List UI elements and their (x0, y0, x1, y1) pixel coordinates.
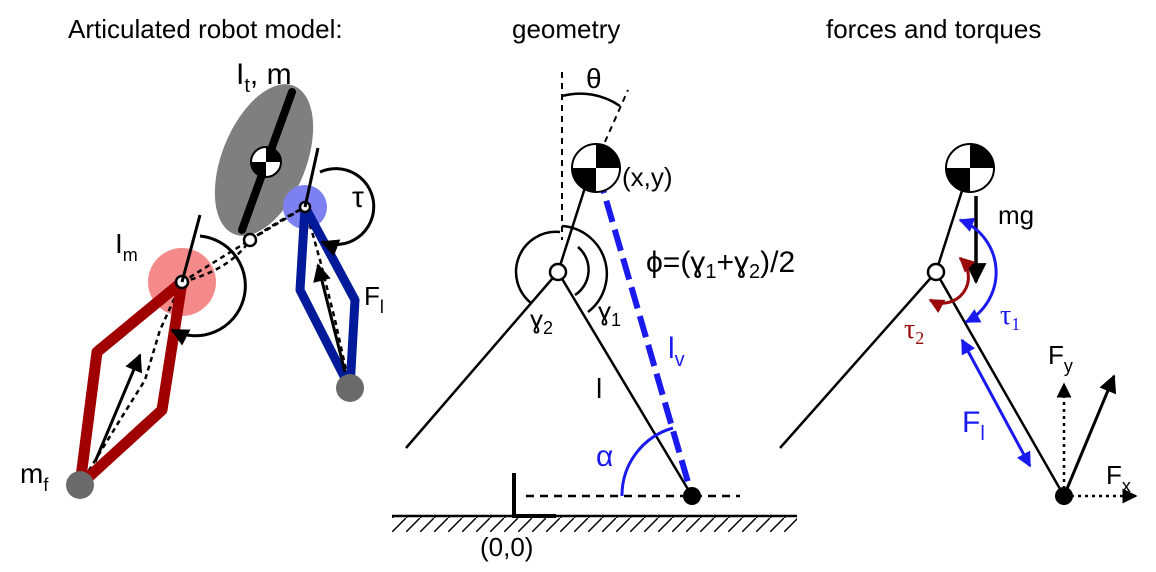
theta-label: θ (586, 63, 602, 94)
force-arrow-blue (313, 263, 347, 373)
forces-rear-leg (779, 271, 937, 449)
tau1-label: τ1 (1000, 300, 1020, 334)
lv-label: lv (668, 332, 685, 371)
phi-formula: ϕ=(ɣ1+ɣ2)/2 (646, 246, 795, 283)
geometry-foot-point-icon (683, 487, 701, 505)
gamma-arc-left (514, 230, 561, 304)
gamma2-label: ɣ2 (530, 304, 553, 338)
front-leg (556, 271, 694, 497)
motor-label: Im (115, 228, 138, 265)
torque-label: τ (352, 181, 364, 214)
geometry-title: geometry (512, 14, 620, 44)
com-label: (x,y) (622, 162, 673, 192)
foot-mass-label: mf (20, 458, 49, 495)
leg-length-label: l (596, 373, 602, 404)
torque-arc-blue (319, 167, 376, 257)
leg-red (74, 276, 188, 491)
foot-point-blue (336, 374, 364, 402)
mg-label: mg (998, 200, 1034, 230)
alpha-label: α (596, 440, 613, 473)
forces-foot-point-icon (1055, 487, 1073, 505)
gamma-arc-outer (561, 224, 609, 313)
torso-joint-icon (242, 232, 258, 248)
rear-leg (405, 271, 559, 449)
fy-label: Fy (1048, 340, 1073, 376)
virtual-leg (595, 171, 695, 497)
center-of-mass-icon (250, 146, 282, 178)
tau2-arc (928, 256, 976, 314)
geometry-center-of-mass-icon (571, 143, 621, 193)
foot-point-red (66, 471, 94, 499)
forces-center-of-mass-icon (945, 143, 995, 193)
theta-arc (561, 92, 621, 108)
blue-ref-tick (303, 147, 320, 208)
leg-force-arrow (960, 338, 1032, 468)
origin-label: (0,0) (480, 532, 533, 562)
panel-model: Articulated robot model: It, m (20, 14, 384, 499)
gamma1-label: ɣ1 (598, 296, 621, 330)
link-dashes (78, 205, 352, 486)
leg-force-label: Fl (962, 406, 985, 445)
force-arrow-red (93, 353, 143, 463)
tau1-arc (958, 217, 998, 324)
origin-axes (512, 473, 556, 518)
tau2-label: τ2 (904, 314, 924, 348)
panel-geometry: geometry (0,0) θ ɣ2 ɣ1 (392, 14, 797, 562)
force-label: Fl (364, 281, 384, 317)
model-title: Articulated robot model: (68, 14, 343, 44)
gamma-arc-inner (574, 246, 590, 297)
resultant-force-arrow (1062, 374, 1117, 497)
forces-hip-joint-icon (926, 262, 946, 282)
ground-hatch (392, 516, 797, 532)
fx-label: Fx (1106, 460, 1131, 496)
forces-title: forces and torques (826, 14, 1041, 44)
red-ref-tick (180, 214, 202, 283)
panel-forces: forces and torques mg τ1 τ2 Fl (779, 14, 1138, 505)
torque-arc-red (170, 234, 247, 346)
geometry-hip-joint-icon (548, 262, 568, 282)
alpha-arc (620, 426, 674, 497)
